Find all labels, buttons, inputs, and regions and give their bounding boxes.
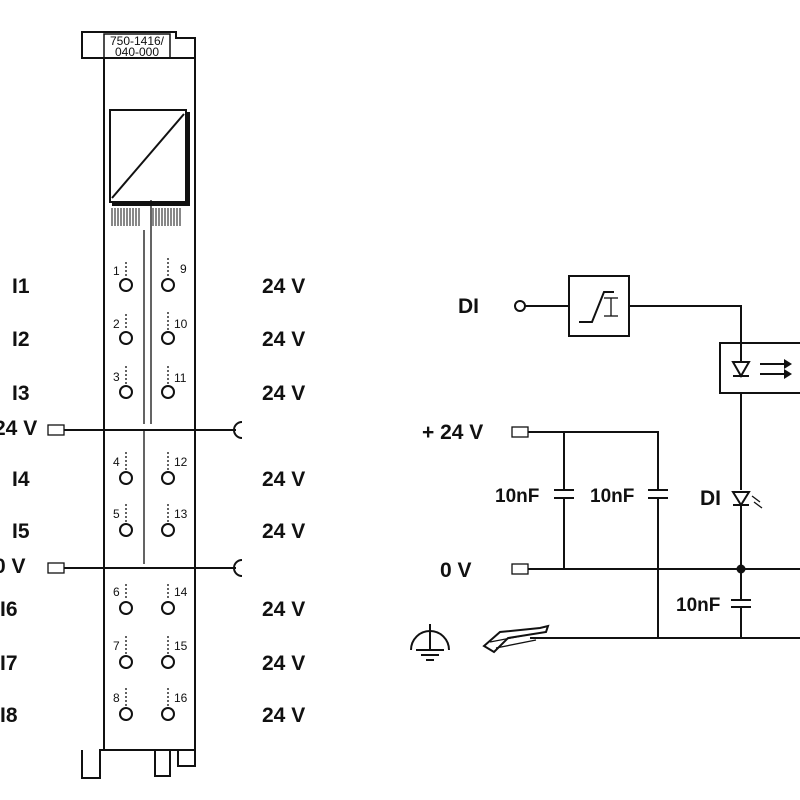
rail-0v-terminal[interactable]	[47, 562, 65, 574]
supply-terminal[interactable]	[161, 707, 175, 721]
pin-number: 8	[113, 691, 120, 705]
input-label: I5	[12, 520, 30, 543]
rail-24v-terminal[interactable]	[47, 424, 65, 436]
io-module: 750-1416/ 040-000	[81, 31, 196, 779]
module-foot-mid	[154, 750, 171, 777]
rail-24v-label: 24 V	[0, 417, 37, 440]
rail-24v: 24 V	[0, 417, 243, 440]
terminal-row: 7 15 I7 24 V	[0, 636, 305, 675]
protective-earth-icon	[410, 624, 450, 661]
connector-hatch	[111, 208, 181, 226]
terminal-row: 8 16 I8 24 V	[0, 688, 305, 727]
pin-number: 16	[174, 691, 188, 705]
input-terminal[interactable]	[119, 331, 133, 345]
plus24-terminal	[511, 426, 529, 438]
input-label: I7	[0, 652, 18, 675]
input-label: I1	[12, 275, 30, 298]
converter-diagonal	[111, 113, 185, 199]
input-terminal[interactable]	[119, 655, 133, 669]
supply-label: 24 V	[262, 275, 305, 298]
cap1-label: 10nF	[495, 486, 539, 507]
module-body	[103, 57, 196, 751]
optocoupler-block	[719, 342, 800, 394]
part-number-line1: 750-1416/	[110, 34, 165, 48]
pin-number: 7	[113, 639, 120, 653]
di-input-label: DI	[458, 295, 479, 318]
filter-symbol	[579, 291, 614, 323]
pin-number: 6	[113, 585, 120, 599]
supply-label: 24 V	[262, 382, 305, 405]
pin-number: 1	[113, 264, 120, 278]
opto-diode-icon	[731, 361, 751, 379]
input-terminal[interactable]	[119, 523, 133, 537]
pin-number: 13	[174, 507, 188, 521]
input-terminal[interactable]	[119, 385, 133, 399]
cap2-label: 10nF	[590, 486, 634, 507]
rail-0v-label: 0 V	[0, 555, 26, 578]
supply-terminal[interactable]	[161, 278, 175, 292]
supply-terminal[interactable]	[161, 471, 175, 485]
led-label: DI	[700, 487, 721, 510]
module-foot-left	[81, 749, 104, 779]
supply-terminal[interactable]	[161, 655, 175, 669]
supply-terminal[interactable]	[161, 385, 175, 399]
rail-0v-contact	[233, 559, 243, 577]
supply-terminal[interactable]	[161, 523, 175, 537]
pin-number: 10	[174, 317, 188, 331]
pin-number: 14	[174, 585, 188, 599]
rail-24v-contact	[233, 421, 243, 439]
pin-number: 15	[174, 639, 188, 653]
input-label: I8	[0, 704, 18, 727]
pin-number: 12	[174, 455, 188, 469]
module-foot-right	[177, 750, 196, 767]
pin-number: 9	[180, 262, 187, 276]
input-terminal[interactable]	[119, 278, 133, 292]
terminal-row: 5 13 I5 24 V	[12, 504, 305, 543]
terminal-row: 1 9 I1 24 V	[12, 258, 305, 298]
supply-label: 24 V	[262, 468, 305, 491]
supply-terminal[interactable]	[161, 331, 175, 345]
plus24-label: + 24 V	[422, 421, 483, 444]
input-label: I3	[12, 382, 30, 405]
input-terminal[interactable]	[119, 471, 133, 485]
pin-number: 2	[113, 317, 120, 331]
cap3-label: 10nF	[676, 595, 720, 616]
pin-number: 4	[113, 455, 120, 469]
input-circuit-schematic: DI DI + 24 V	[410, 275, 800, 661]
junction-dot	[736, 564, 746, 574]
module-top-latch	[81, 31, 196, 59]
terminal-row: 2 10 I2 24 V	[12, 312, 305, 351]
din-rail-icon	[482, 624, 550, 654]
led-icon	[731, 491, 751, 507]
terminal-row: 3 11 I3 24 V	[12, 366, 305, 405]
rail-0v: 0 V	[0, 555, 243, 578]
supply-label: 24 V	[262, 704, 305, 727]
supply-label: 24 V	[262, 652, 305, 675]
converter-shadow	[112, 112, 190, 206]
input-terminal[interactable]	[119, 707, 133, 721]
terminal-row: 4 12 I4 24 V	[12, 452, 305, 491]
supply-terminal[interactable]	[161, 601, 175, 615]
input-label: I6	[0, 598, 18, 621]
input-label: I2	[12, 328, 30, 351]
terminal-row: 6 14 I6 24 V	[0, 584, 305, 621]
pin-number: 11	[174, 371, 187, 385]
di-input-terminal	[514, 300, 526, 312]
supply-label: 24 V	[262, 598, 305, 621]
pin-number: 5	[113, 507, 120, 521]
part-number-line2: 040-000	[115, 45, 159, 59]
input-terminal[interactable]	[119, 601, 133, 615]
supply-label: 24 V	[262, 328, 305, 351]
pin-number: 3	[113, 370, 120, 384]
zero-v-label: 0 V	[440, 559, 472, 582]
supply-label: 24 V	[262, 520, 305, 543]
zero-v-terminal	[511, 563, 529, 575]
input-label: I4	[12, 468, 30, 491]
